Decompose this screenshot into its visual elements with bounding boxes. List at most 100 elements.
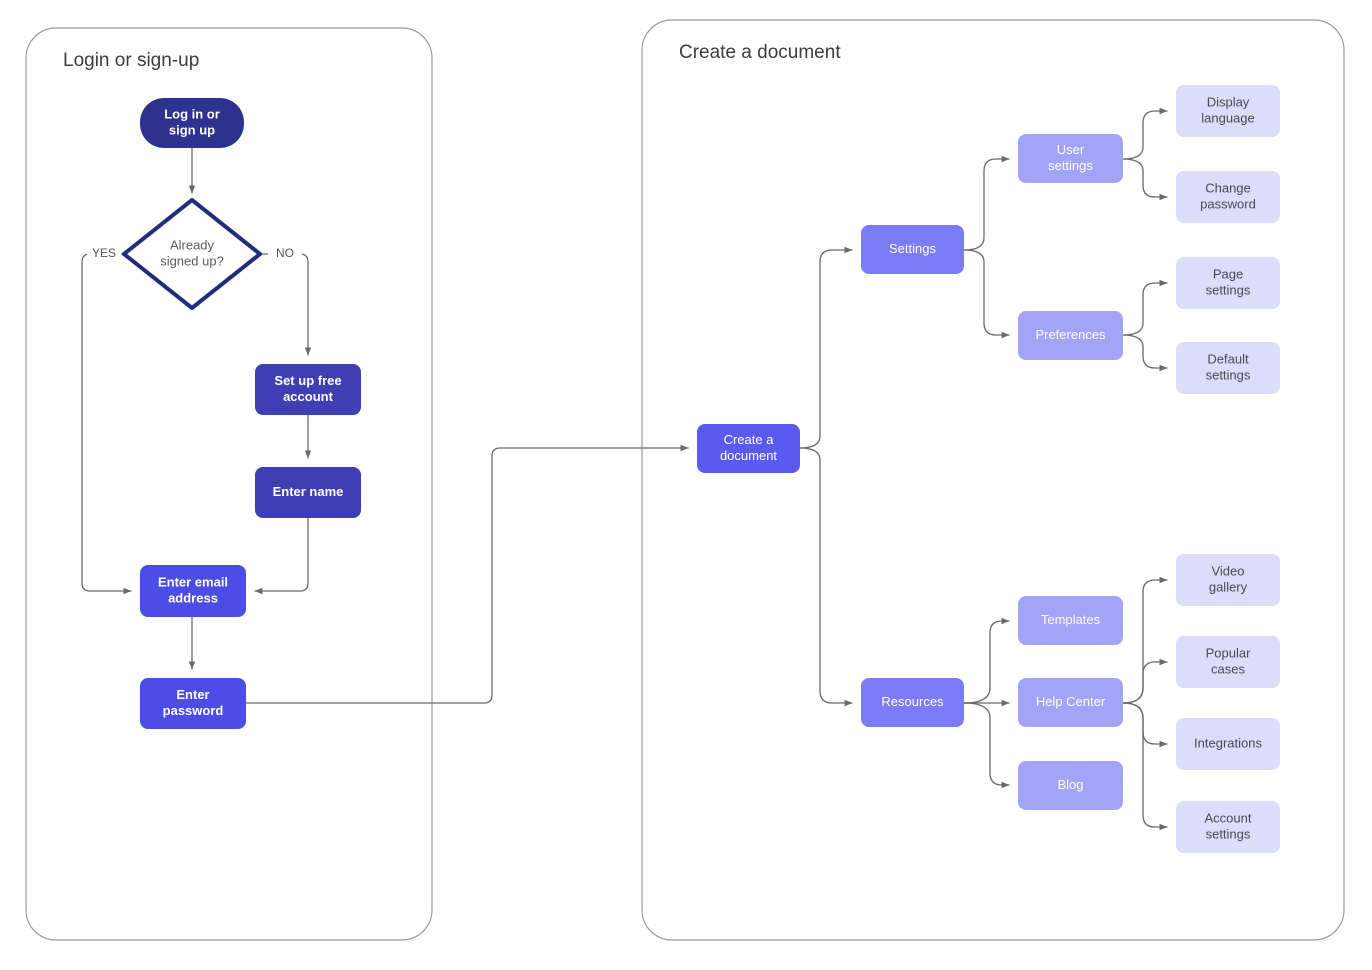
e-decision-yes: [81, 253, 132, 595]
node-label: Log in or: [164, 106, 220, 121]
e-help-center-to-popular-cases: [1122, 658, 1168, 704]
panel-border: [641, 19, 1345, 941]
node-preferences[interactable]: Preferences: [1018, 311, 1123, 360]
node-label: Enter name: [273, 484, 344, 499]
node-label: Set up free: [274, 373, 341, 388]
node-label: Settings: [889, 241, 936, 256]
e-create-to-settings: [799, 246, 853, 449]
node-shape-rect[interactable]: [861, 678, 964, 727]
node-shape-rect[interactable]: [1176, 718, 1280, 770]
node-shape-rect[interactable]: [140, 678, 246, 729]
node-enter-name[interactable]: Enter name: [255, 467, 361, 518]
node-shape-rect[interactable]: [1176, 85, 1280, 137]
node-blog[interactable]: Blog: [1018, 761, 1123, 810]
panel-border: [25, 27, 433, 941]
node-shape-rect[interactable]: [1176, 801, 1280, 853]
node-label: sign up: [169, 122, 215, 137]
node-label: Enter email: [158, 574, 228, 589]
node-shape-rect[interactable]: [255, 467, 361, 518]
node-shape-rect[interactable]: [1176, 342, 1280, 394]
node-shape-rect[interactable]: [1018, 678, 1123, 727]
e-help-center-to-video-gallery: [1122, 576, 1168, 704]
node-templates[interactable]: Templates: [1018, 596, 1123, 645]
node-label: Display: [1207, 94, 1250, 109]
node-shape-rect[interactable]: [697, 424, 800, 473]
node-label: Page: [1213, 266, 1243, 281]
node-settings[interactable]: Settings: [861, 225, 964, 274]
node-label: document: [720, 448, 777, 463]
e-help-center-to-account-settings: [1122, 702, 1168, 831]
label-no: NO: [276, 246, 294, 260]
node-label: settings: [1048, 158, 1093, 173]
node-integrations[interactable]: Integrations: [1176, 718, 1280, 770]
e-name-to-email: [254, 517, 309, 595]
node-label: Change: [1205, 180, 1251, 195]
node-label: Templates: [1041, 612, 1101, 627]
node-shape-rect[interactable]: [1176, 554, 1280, 606]
node-label: Account: [1205, 810, 1252, 825]
node-label: Default: [1207, 351, 1249, 366]
node-shape-diamond[interactable]: [122, 198, 262, 310]
panel-title: Login or sign-up: [63, 50, 199, 71]
node-shape-rect[interactable]: [140, 565, 246, 617]
node-label: settings: [1206, 826, 1251, 841]
node-shape-rect[interactable]: [1018, 761, 1123, 810]
node-shape-rect[interactable]: [1018, 596, 1123, 645]
node-help-center[interactable]: Help Center: [1018, 678, 1123, 727]
node-label: Integrations: [1194, 735, 1262, 750]
panel-title: Create a document: [679, 42, 841, 63]
node-shape-rect[interactable]: [1018, 311, 1123, 360]
node-resources[interactable]: Resources: [861, 678, 964, 727]
node-label: Already: [170, 237, 215, 252]
node-shape-rect[interactable]: [1176, 636, 1280, 688]
label-no-backdrop: [268, 246, 302, 262]
label-yes: YES: [92, 246, 116, 260]
node-shape-rect[interactable]: [861, 225, 964, 274]
node-shape-rect[interactable]: [1176, 171, 1280, 223]
e-create-to-resources: [799, 447, 853, 707]
edge-labels-layer: YES NO: [87, 246, 302, 262]
node-label: User: [1057, 142, 1085, 157]
panel-create: Create a document: [641, 19, 1345, 941]
e-decision-no: [259, 253, 312, 356]
node-label: address: [168, 590, 218, 605]
node-label: account: [283, 389, 334, 404]
e-help-center-to-integrations: [1122, 702, 1168, 748]
node-shape-rect[interactable]: [1176, 257, 1280, 309]
node-shape-rect[interactable]: [1018, 134, 1123, 183]
node-label: password: [163, 703, 224, 718]
node-shape-pill[interactable]: [140, 98, 244, 148]
panel-login: Login or sign-up: [25, 27, 433, 941]
node-shape-rect[interactable]: [255, 364, 361, 415]
node-label: Resources: [881, 694, 944, 709]
node-label: cases: [1211, 661, 1245, 676]
e-resources-to-blog: [963, 702, 1010, 789]
node-label: gallery: [1209, 579, 1248, 594]
node-label: Create a: [724, 432, 775, 447]
e-settings-to-user-settings: [963, 155, 1010, 251]
node-label: Popular: [1206, 645, 1251, 660]
node-label: password: [1200, 196, 1256, 211]
e-password-to-create: [245, 444, 689, 704]
node-label: Enter: [176, 687, 209, 702]
node-label: Help Center: [1036, 694, 1106, 709]
node-label: Blog: [1057, 777, 1083, 792]
